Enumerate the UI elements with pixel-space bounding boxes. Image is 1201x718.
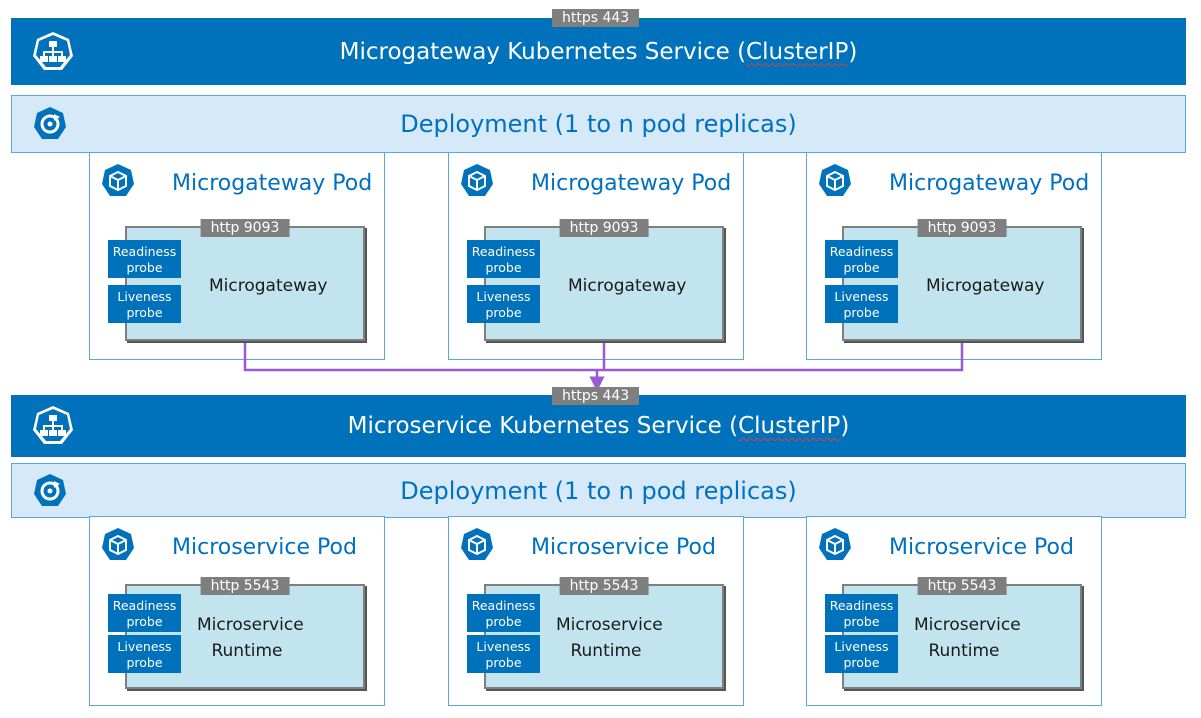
liveness-probe: Liveness probe [108, 285, 181, 323]
kubernetes-service-icon [33, 31, 73, 70]
container-label-line1: Microservice [197, 615, 304, 635]
readiness-probe: Readiness probe [825, 240, 898, 278]
container-port: http 5543 [200, 577, 290, 595]
readiness-probe: Readiness probe [108, 594, 181, 632]
microgateway-deployment-label: Deployment (1 to n pod replicas) [400, 110, 797, 138]
kubernetes-pod-icon [819, 528, 851, 560]
microservice-deployment-label: Deployment (1 to n pod replicas) [400, 476, 797, 505]
container-port: http 9093 [559, 219, 649, 237]
readiness-probe: Readiness probe [825, 594, 898, 632]
microservice-service-port: https 443 [552, 387, 639, 405]
container-port: http 9093 [200, 219, 290, 237]
kubernetes-pod-icon [461, 528, 493, 560]
kubernetes-deployment-icon [34, 473, 66, 506]
liveness-probe: Liveness probe [467, 285, 540, 323]
pod-title: Microservice Pod [889, 535, 1074, 560]
container-label-line2: Runtime [928, 641, 1000, 661]
pod-title: Microgateway Pod [531, 171, 732, 196]
readiness-probe: Readiness probe [467, 594, 540, 632]
container-label: Microgateway [209, 276, 328, 296]
pod-title: Microgateway Pod [172, 171, 373, 196]
kubernetes-pod-icon [461, 164, 493, 196]
pod-title: Microservice Pod [172, 535, 357, 560]
container-label-line2: Runtime [570, 641, 642, 661]
container-label-line1: Microservice [556, 615, 663, 635]
container-label-line1: Microservice [914, 615, 1021, 635]
kubernetes-service-icon [33, 406, 73, 444]
microservice-service-title: Microservice Kubernetes Service (Cluster… [347, 413, 850, 439]
container-label-line2: Runtime [211, 641, 283, 661]
liveness-probe: Liveness probe [467, 635, 540, 673]
pod-title: Microservice Pod [531, 535, 716, 560]
liveness-probe: Liveness probe [825, 635, 898, 673]
container-label: Microgateway [926, 276, 1045, 296]
liveness-probe: Liveness probe [825, 285, 898, 323]
pod-title: Microgateway Pod [889, 171, 1090, 196]
microservice-deployment-bar: Deployment (1 to n pod replicas) [11, 463, 1186, 518]
kubernetes-deployment-icon [34, 107, 66, 139]
microgateway-service-port: https 443 [552, 9, 639, 27]
liveness-probe: Liveness probe [108, 635, 181, 673]
container-port: http 5543 [559, 577, 649, 595]
kubernetes-pod-icon [102, 164, 134, 196]
microgateway-service-bar: Microgateway Kubernetes Service (Cluster… [11, 18, 1186, 85]
container-port: http 9093 [917, 219, 1007, 237]
container-label: Microgateway [568, 276, 687, 296]
readiness-probe: Readiness probe [467, 240, 540, 278]
kubernetes-pod-icon [819, 164, 851, 196]
microgateway-service-title: Microgateway Kubernetes Service (Cluster… [339, 38, 858, 65]
container-port: http 5543 [917, 577, 1007, 595]
readiness-probe: Readiness probe [108, 240, 181, 278]
microgateway-deployment-bar: Deployment (1 to n pod replicas) [11, 95, 1186, 153]
kubernetes-pod-icon [102, 528, 134, 560]
microservice-service-bar: Microservice Kubernetes Service (Cluster… [11, 395, 1186, 457]
